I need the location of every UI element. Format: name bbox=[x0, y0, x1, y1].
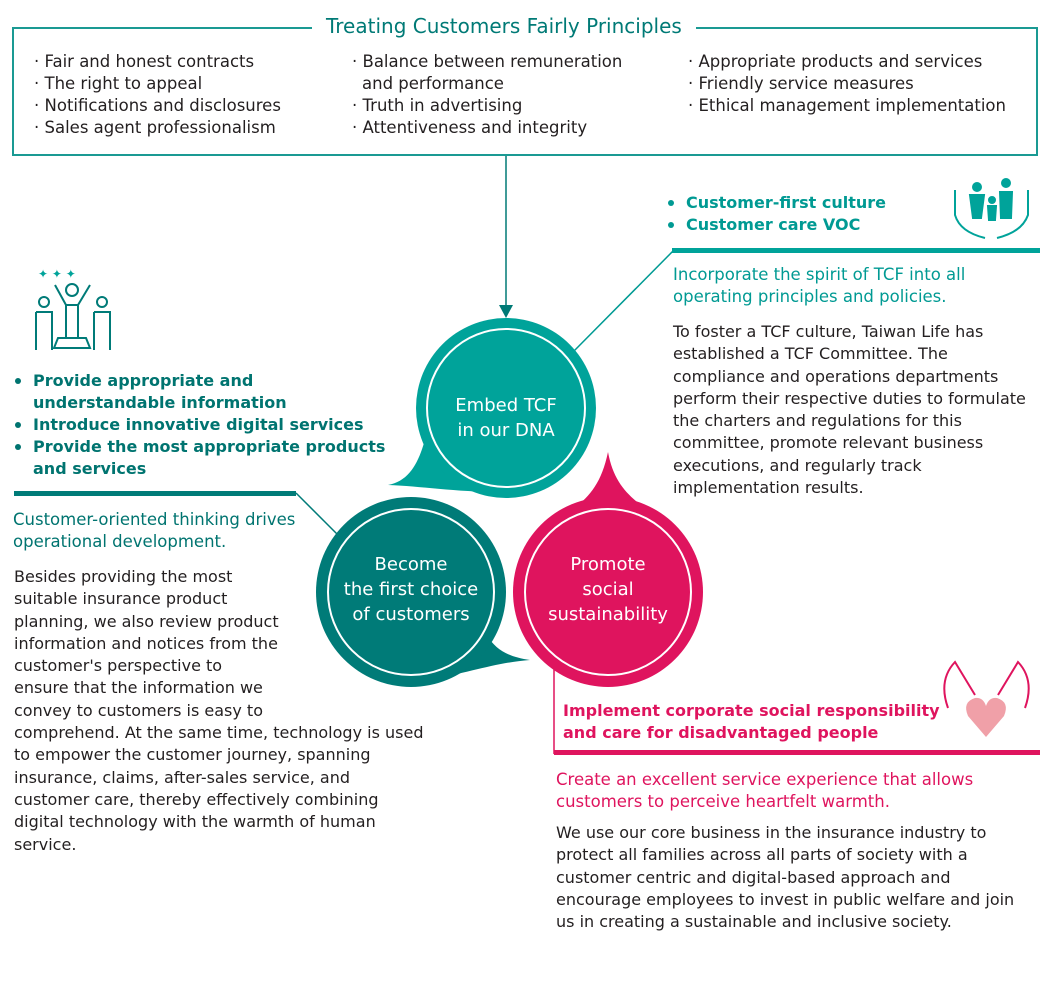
people-celebrating-icon: ✦ ✦ ✦ bbox=[35, 267, 111, 350]
label-line: in our DNA bbox=[457, 420, 555, 441]
principle-item: Ethical management implementation bbox=[688, 95, 1033, 117]
bullet-item: Customer care VOC bbox=[666, 214, 926, 236]
svg-text:✦ ✦ ✦: ✦ ✦ ✦ bbox=[38, 267, 76, 281]
principles-col3: Appropriate products and services Friend… bbox=[688, 51, 1033, 117]
bullet-item: Provide appropriate and understandable i… bbox=[13, 370, 398, 414]
customer-bullets: Provide appropriate and understandable i… bbox=[13, 370, 398, 480]
customer-subtitle: Customer-oriented thinking drives operat… bbox=[13, 510, 296, 551]
customer-body-text: Besides providing the most suitable insu… bbox=[14, 567, 424, 854]
social-body: We use our core business in the insuranc… bbox=[556, 823, 1015, 932]
label-line: Become bbox=[374, 554, 448, 575]
embed-body: To foster a TCF culture, Taiwan Life has… bbox=[673, 322, 1026, 498]
principle-item: Truth in advertising bbox=[352, 95, 652, 117]
principles-title: Treating Customers Fairly Principles bbox=[312, 14, 696, 38]
label-line: of customers bbox=[352, 604, 470, 625]
circle-embed-tcf-shape bbox=[388, 318, 596, 498]
principle-item: Appropriate products and services bbox=[688, 51, 1033, 73]
principle-item: Fair and honest contracts bbox=[34, 51, 334, 73]
embed-subtitle: Incorporate the spirit of TCF into all o… bbox=[673, 265, 966, 306]
label-line: social bbox=[582, 579, 634, 600]
arrow-down-icon bbox=[499, 305, 513, 318]
social-subtitle: Create an excellent service experience t… bbox=[556, 770, 974, 811]
principles-col1: Fair and honest contracts The right to a… bbox=[34, 51, 334, 139]
principle-item: Notifications and disclosures bbox=[34, 95, 334, 117]
connector-lines bbox=[14, 156, 1040, 755]
principle-item: The right to appeal bbox=[34, 73, 334, 95]
principles-col2: Balance between remuneration and perform… bbox=[352, 51, 652, 139]
principle-item: Balance between remuneration and perform… bbox=[352, 51, 652, 95]
circle-social-shape bbox=[513, 452, 703, 687]
bullet-item: Provide the most appropriate products an… bbox=[13, 436, 398, 480]
circle-first-choice-shape bbox=[316, 497, 530, 687]
circle-embed-tcf-label: Embed TCF in our DNA bbox=[426, 393, 586, 443]
customer-body: Besides providing the most suitable insu… bbox=[14, 566, 424, 856]
bullet-item: Introduce innovative digital services bbox=[13, 414, 398, 436]
label-line: the first choice bbox=[343, 579, 479, 600]
label-line: sustainability bbox=[548, 604, 668, 625]
principle-item: Attentiveness and integrity bbox=[352, 117, 652, 139]
text-wrap-spacer bbox=[279, 566, 424, 721]
principle-item: Sales agent professionalism bbox=[34, 117, 334, 139]
label-line: Embed TCF bbox=[455, 395, 557, 416]
bullet-item: Customer-first culture bbox=[666, 192, 926, 214]
circle-social-label: Promote social sustainability bbox=[518, 552, 698, 627]
label-line: Promote bbox=[570, 554, 646, 575]
principle-item: Friendly service measures bbox=[688, 73, 1033, 95]
social-heading: Implement corporate social responsibilit… bbox=[563, 701, 940, 742]
heart-hands-icon bbox=[943, 660, 1030, 737]
circle-first-choice-label: Become the first choice of customers bbox=[321, 552, 501, 627]
embed-bullets: Customer-first culture Customer care VOC bbox=[666, 192, 926, 236]
family-hands-icon bbox=[954, 178, 1029, 239]
